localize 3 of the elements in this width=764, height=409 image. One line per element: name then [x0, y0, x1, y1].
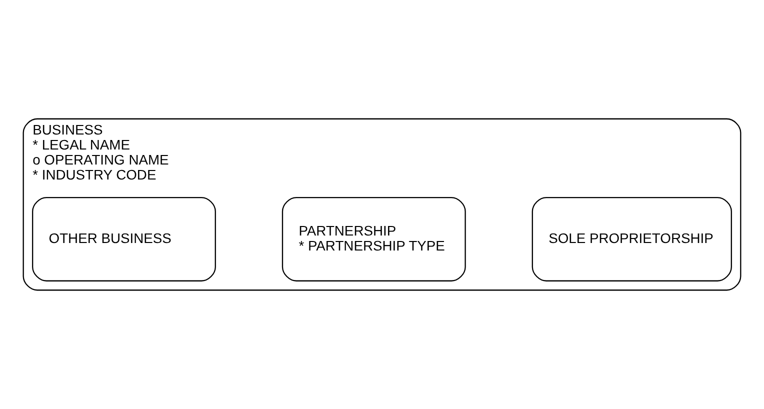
node-box: OTHER BUSINESS: [32, 196, 216, 282]
node-box: PARTNERSHIP * PARTNERSHIP TYPE: [282, 196, 466, 282]
node-box: SOLE PROPRIETORSHIP: [532, 196, 732, 282]
